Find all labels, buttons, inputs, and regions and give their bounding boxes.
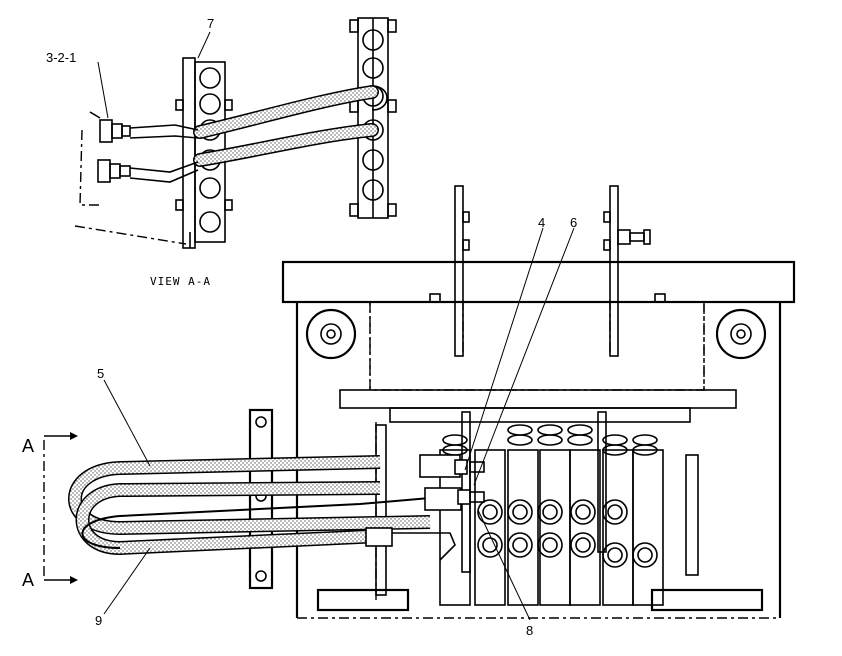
callout-7: 7 — [207, 16, 214, 31]
view-title: VIEW A-A — [150, 275, 211, 288]
right-clamp-bracket — [349, 17, 397, 219]
hose-9 — [81, 497, 431, 549]
left-wheel — [305, 308, 357, 360]
section-label-bottom: A — [22, 570, 34, 590]
valve-ports — [477, 499, 658, 568]
top-brackets — [454, 185, 651, 357]
callout-6: 6 — [570, 215, 577, 230]
callout-8: 8 — [526, 623, 533, 638]
callout-4: 4 — [538, 215, 545, 230]
leader-3-2-1 — [97, 61, 109, 119]
right-wheel — [715, 308, 767, 360]
main-frame — [281, 260, 796, 619]
vertical-rods — [375, 422, 699, 600]
callout-9: 9 — [95, 613, 102, 628]
view-a-a-detail — [74, 17, 397, 249]
solenoid-coils — [442, 424, 658, 456]
base-feet — [316, 588, 764, 612]
main-hoses — [68, 454, 485, 561]
view-a-a-hoses — [129, 85, 388, 183]
left-clamp-bracket — [175, 57, 233, 249]
callout-5: 5 — [97, 366, 104, 381]
section-marker-a-a — [43, 432, 78, 584]
leader-lines — [103, 227, 575, 621]
left-support-bar — [248, 408, 274, 590]
leader-7 — [197, 31, 211, 59]
section-label-top: A — [22, 436, 34, 456]
callout-3-2-1: 3-2-1 — [46, 50, 76, 65]
view-a-a-fittings — [74, 111, 187, 245]
valve-bank — [439, 411, 664, 606]
